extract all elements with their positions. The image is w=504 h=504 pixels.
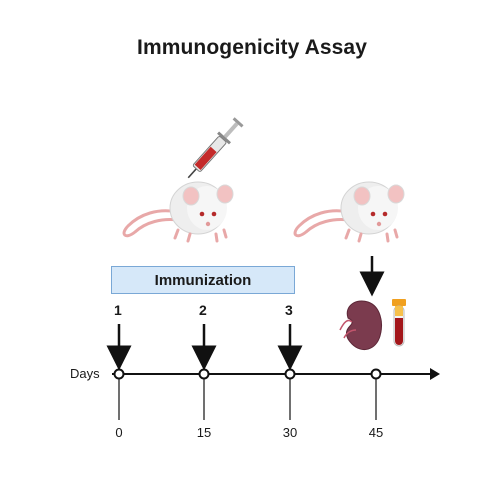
blood-tube-icon [392,299,406,347]
timepoint-marker [113,368,125,380]
tick-label: 0 [115,425,123,440]
dose-label: 1 [114,302,122,318]
syringe-icon [187,117,244,179]
timepoint-marker [370,368,382,380]
tick-label: 45 [368,425,384,440]
immunization-phase-box: Immunization [111,266,295,294]
spleen-icon [339,300,382,351]
mouse-icon [293,181,405,243]
timepoint-marker [284,368,296,380]
dose-label: 2 [199,302,207,318]
tick-label: 30 [282,425,298,440]
mouse-icon [122,181,234,243]
timepoint-marker [198,368,210,380]
axis-label: Days [70,366,100,381]
timeline-arrowhead [430,368,440,380]
page-title: Immunogenicity Assay [137,36,367,59]
immunization-label: Immunization [154,271,252,289]
tick-label: 15 [196,425,212,440]
dose-label: 3 [285,302,293,318]
